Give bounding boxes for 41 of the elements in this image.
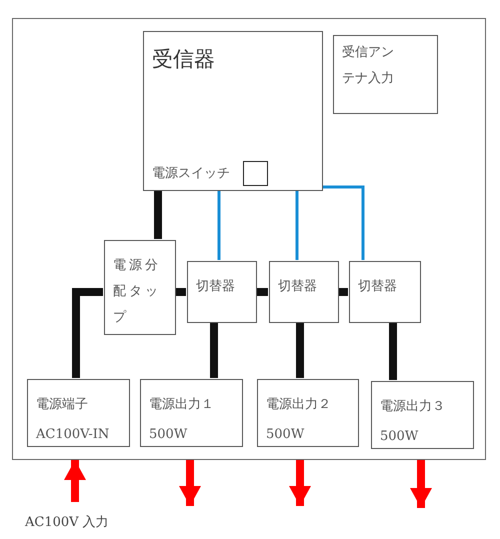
component-box: [349, 261, 421, 323]
cable-line: [218, 190, 220, 260]
component-label: 電源出力３: [380, 398, 445, 416]
component-label: 電源端子: [36, 396, 88, 414]
component-label: 電源出力２: [266, 396, 331, 414]
component-label: 電源分配タップ: [113, 257, 162, 327]
component-box: [257, 379, 359, 447]
component-box: [333, 35, 438, 114]
input-label: AC100V 入力: [25, 514, 109, 532]
cable-line: [322, 186, 364, 260]
component-box: [140, 379, 243, 447]
component-box: [269, 261, 339, 323]
cable-line: [256, 288, 268, 296]
cable-line: [210, 322, 218, 378]
cable-line: [296, 322, 304, 378]
component-detail: 500W: [149, 426, 188, 444]
component-detail: 500W: [380, 428, 418, 446]
switch-label: 電源スイッチ: [152, 164, 230, 182]
enclosure-box: [12, 18, 486, 460]
component-detail: AC100V-IN: [36, 426, 110, 444]
cable-line: [154, 190, 162, 239]
component-label: 切替器: [358, 278, 397, 296]
cable-line: [338, 288, 348, 296]
component-box: [187, 261, 257, 323]
component-label: 電源出力１: [149, 396, 214, 414]
component-detail: 500W: [266, 426, 304, 444]
cable-line: [296, 190, 298, 260]
component-box: [371, 381, 474, 449]
arrow: [410, 460, 432, 508]
component-label: 切替器: [278, 278, 317, 296]
arrow: [64, 460, 86, 502]
component-label: 受信アンテナ入力: [342, 44, 394, 88]
component-box: [104, 240, 176, 335]
component-box: [143, 31, 323, 191]
component-label: 切替器: [196, 278, 235, 296]
component-box: [27, 379, 130, 447]
cable-line: [389, 322, 397, 380]
arrow: [289, 460, 311, 506]
arrow: [179, 460, 201, 506]
cable-line: [175, 288, 186, 296]
component-title: 受信器: [152, 46, 215, 73]
